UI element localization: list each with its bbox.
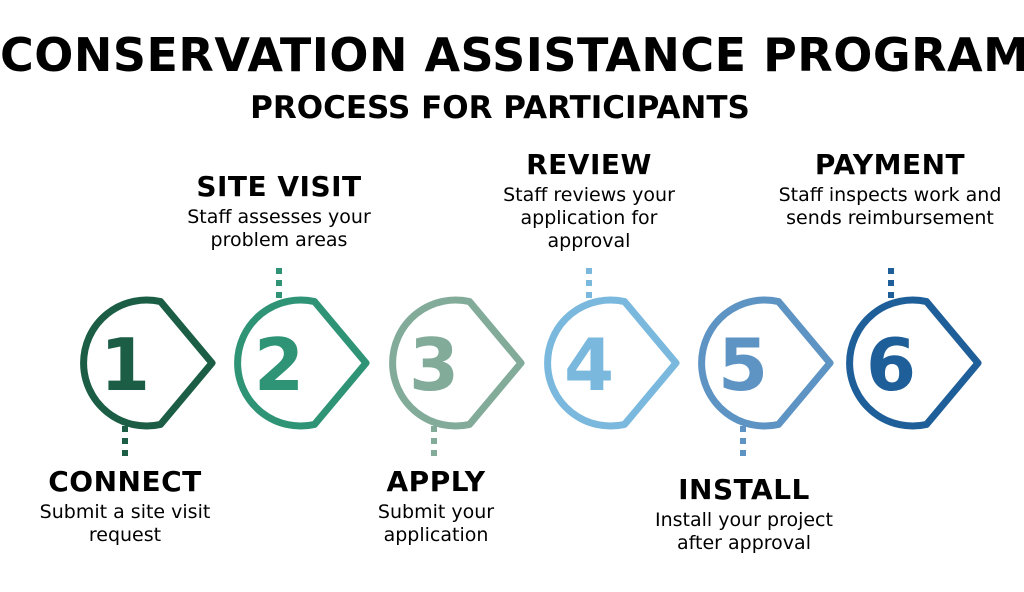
step-5-number: 5 <box>718 323 768 407</box>
step-2-description: Staff assesses your problem areas <box>187 206 371 251</box>
step-5-title: INSTALL <box>678 473 810 506</box>
step-1-number: 1 <box>100 323 150 407</box>
step-6-teardrop <box>846 296 982 430</box>
step-3-label: APPLY Submit your application <box>306 467 566 547</box>
step-6-number: 6 <box>866 323 916 407</box>
step-4-label: REVIEW Staff reviews your application fo… <box>459 150 719 253</box>
step-1-teardrop <box>80 296 216 430</box>
step-3-description: Submit your application <box>377 501 495 546</box>
step-6-description: Staff inspects work and sends reimbursem… <box>778 184 1002 229</box>
step-2-teardrop <box>234 296 370 430</box>
page-title: CONSERVATION ASSISTANCE PROGRAM <box>0 28 1024 82</box>
step-4-teardrop <box>544 296 680 430</box>
step-4-marker: 4 <box>544 268 680 430</box>
step-3-title: APPLY <box>386 465 486 498</box>
step-2-number: 2 <box>254 323 304 407</box>
step-1-marker: 1 <box>80 296 216 456</box>
page-subtitle: PROCESS FOR PARTICIPANTS <box>250 90 750 126</box>
step-5-description: Install your project after approval <box>655 509 833 554</box>
step-6-label: PAYMENT Staff inspects work and sends re… <box>760 150 1020 230</box>
step-2-label: SITE VISIT Staff assesses your problem a… <box>149 172 409 252</box>
step-4-description: Staff reviews your application for appro… <box>503 184 675 252</box>
step-6-title: PAYMENT <box>814 148 966 181</box>
step-4-title: REVIEW <box>526 148 652 181</box>
step-6-marker: 6 <box>846 268 982 430</box>
step-1-label: CONNECT Submit a site visit request <box>0 467 255 547</box>
step-5-marker: 5 <box>698 296 834 456</box>
step-4-number: 4 <box>564 323 614 407</box>
step-3-number: 3 <box>409 323 459 407</box>
step-2-title: SITE VISIT <box>196 170 362 203</box>
step-5-teardrop <box>698 296 834 430</box>
step-5-label: INSTALL Install your project after appro… <box>614 475 874 555</box>
step-3-teardrop <box>389 296 525 430</box>
step-3-marker: 3 <box>389 296 525 456</box>
step-1-description: Submit a site visit request <box>39 501 211 546</box>
step-2-marker: 2 <box>234 268 370 430</box>
step-1-title: CONNECT <box>48 465 202 498</box>
